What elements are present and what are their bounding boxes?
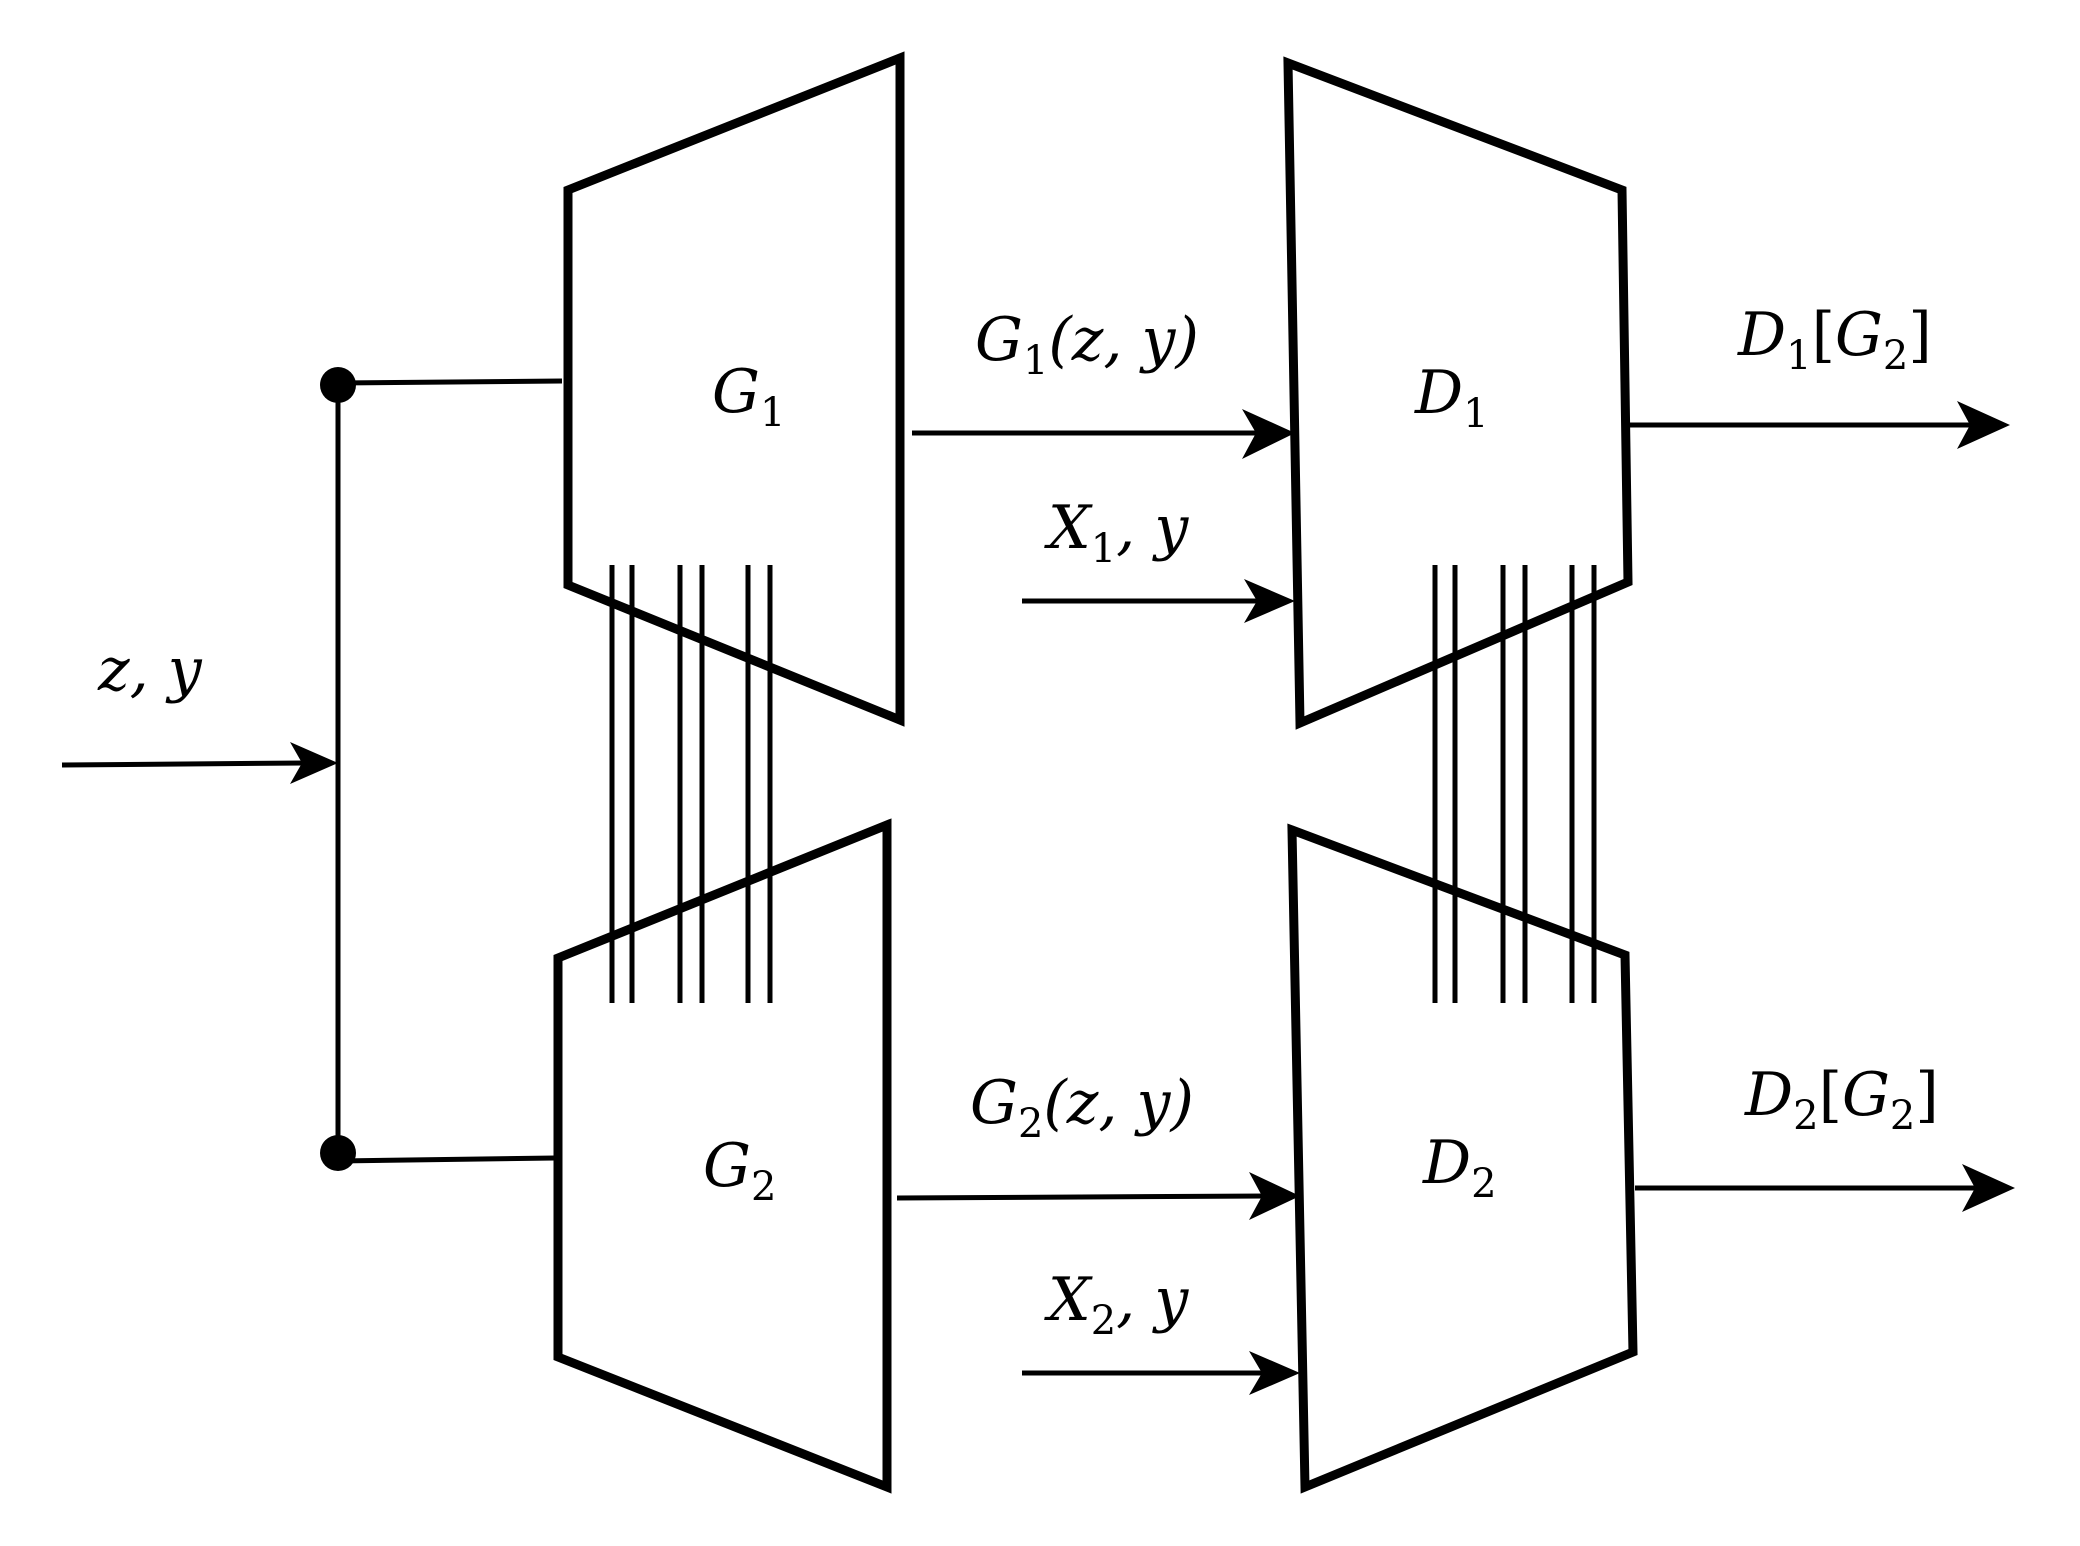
x1-input-label: X1, y [1044, 493, 1189, 572]
generator-g2 [553, 818, 892, 1494]
link-to-g1 [337, 378, 563, 386]
generator-g1 [563, 51, 905, 727]
discriminator-d1 [1283, 56, 1633, 730]
generator-g2-label: G2 [703, 1131, 776, 1210]
input-arrowhead [290, 742, 338, 784]
discriminator-d2-label: D2 [1422, 1128, 1497, 1207]
x2-input-label: X2, y [1044, 1265, 1189, 1344]
input-label: z, y [97, 635, 203, 705]
g1-to-d1-arrowhead [1242, 409, 1295, 459]
d2-output-arrowhead [1962, 1164, 2015, 1212]
split-dot-top [320, 367, 356, 403]
g2-to-d2-arrow [896, 1193, 1269, 1201]
d1-output-arrowhead [1957, 401, 2010, 449]
g1-output-label: G1(z, y) [975, 305, 1199, 384]
discriminator-d2 [1287, 823, 1638, 1494]
link-to-g2 [337, 1155, 556, 1164]
d2-output-label: D2[G2] [1744, 1060, 1939, 1139]
discriminator-shared-weights [1432, 565, 1597, 1003]
x2-to-d2-arrowhead [1249, 1351, 1300, 1395]
split-dot-bottom [320, 1135, 356, 1171]
x1-to-d1-arrowhead [1244, 579, 1295, 623]
generator-shared-weights [609, 565, 773, 1003]
discriminator-d1-label: D1 [1414, 358, 1489, 437]
g2-to-d2-arrowhead [1249, 1172, 1300, 1220]
d1-output-label: D1[G2] [1737, 300, 1932, 379]
input-arrow [61, 760, 306, 768]
g2-output-label: G2(z, y) [970, 1068, 1194, 1147]
generator-g1-label: G1 [712, 357, 785, 436]
